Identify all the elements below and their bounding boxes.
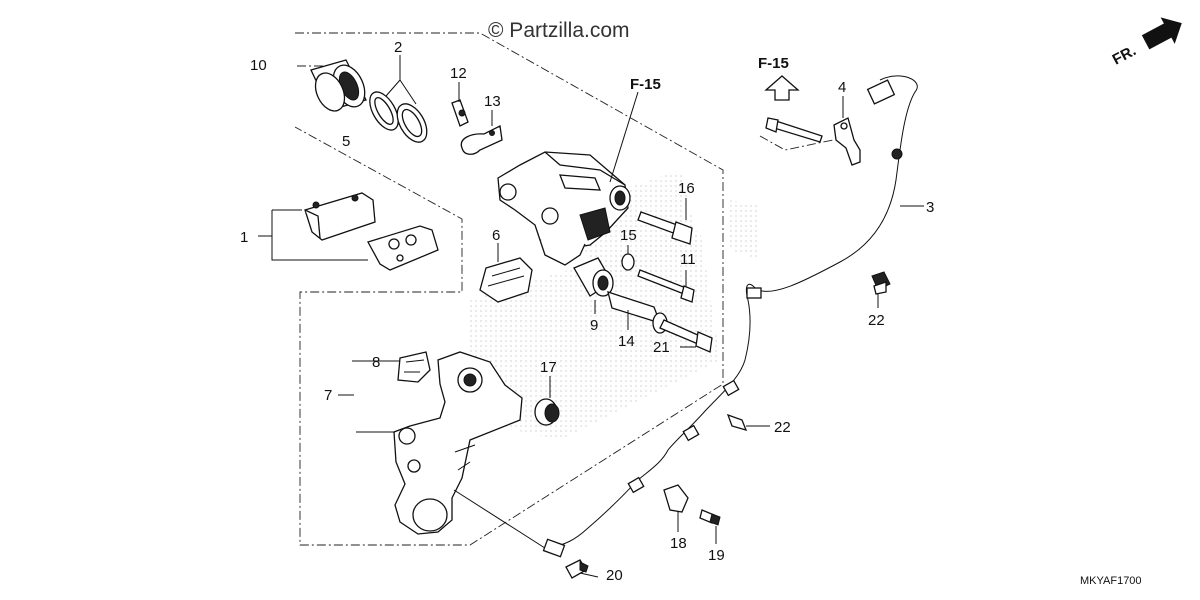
- callout-22-upper: 22: [868, 312, 885, 329]
- reference-label-stay: F-15: [758, 55, 789, 72]
- washer: [621, 253, 635, 271]
- callout-2: 2: [394, 39, 402, 56]
- callout-19: 19: [708, 547, 725, 564]
- drawing-code: MKYAF1700: [1080, 575, 1142, 587]
- reference-label-caliper: F-15: [630, 76, 661, 93]
- clamp-bolt: [699, 509, 721, 526]
- callout-12: 12: [450, 65, 467, 82]
- caliper-body: [497, 151, 631, 266]
- callout-21: 21: [653, 339, 670, 356]
- callout-20: 20: [606, 567, 623, 584]
- caliper-bracket: [393, 351, 523, 535]
- callout-14: 14: [618, 333, 635, 350]
- wire-clip-lower: [726, 413, 748, 431]
- callout-15: 15: [620, 227, 637, 244]
- pin-bolt-upper: [637, 211, 693, 245]
- callout-22-lower: 22: [774, 419, 791, 436]
- callout-18: 18: [670, 535, 687, 552]
- callout-8: 8: [372, 354, 380, 371]
- callout-5: 5: [342, 133, 350, 150]
- front-direction-label: FR.: [1110, 42, 1139, 68]
- pin-bolt-lower: [637, 269, 695, 303]
- retainer-clip: [397, 351, 431, 383]
- pad-spring: [479, 257, 533, 303]
- pin-boot: [573, 257, 614, 297]
- brake-pads: [304, 192, 439, 271]
- callout-11: 11: [680, 251, 696, 268]
- callout-1: 1: [240, 229, 248, 246]
- sensor-bolt: [565, 559, 589, 579]
- callout-6: 6: [492, 227, 500, 244]
- callout-13: 13: [484, 93, 501, 110]
- front-direction-arrow: FR.: [1110, 17, 1182, 69]
- abs-sensor-wire: [453, 75, 918, 558]
- callout-7: 7: [324, 387, 332, 404]
- callout-9: 9: [590, 317, 598, 334]
- reference-arrow-up: [764, 75, 800, 101]
- wire-clip-upper: [871, 271, 891, 295]
- callout-16: 16: [678, 180, 695, 197]
- pin-sleeve: [607, 291, 668, 334]
- sensor-stay: [833, 117, 861, 166]
- bleed-cap: [460, 125, 503, 155]
- callout-17: 17: [540, 359, 557, 376]
- caliper-bolt: [659, 319, 713, 353]
- stay-bolt: [765, 117, 823, 143]
- wire-clamp: [663, 484, 689, 513]
- callout-10: 10: [250, 57, 267, 74]
- bleed-valve: [451, 99, 469, 127]
- piston: [310, 59, 367, 112]
- callout-3: 3: [926, 199, 934, 216]
- watermark: © Partzilla.com: [488, 19, 630, 42]
- piston-seals: [369, 91, 428, 143]
- callout-4: 4: [838, 79, 846, 96]
- bushing: [534, 398, 560, 426]
